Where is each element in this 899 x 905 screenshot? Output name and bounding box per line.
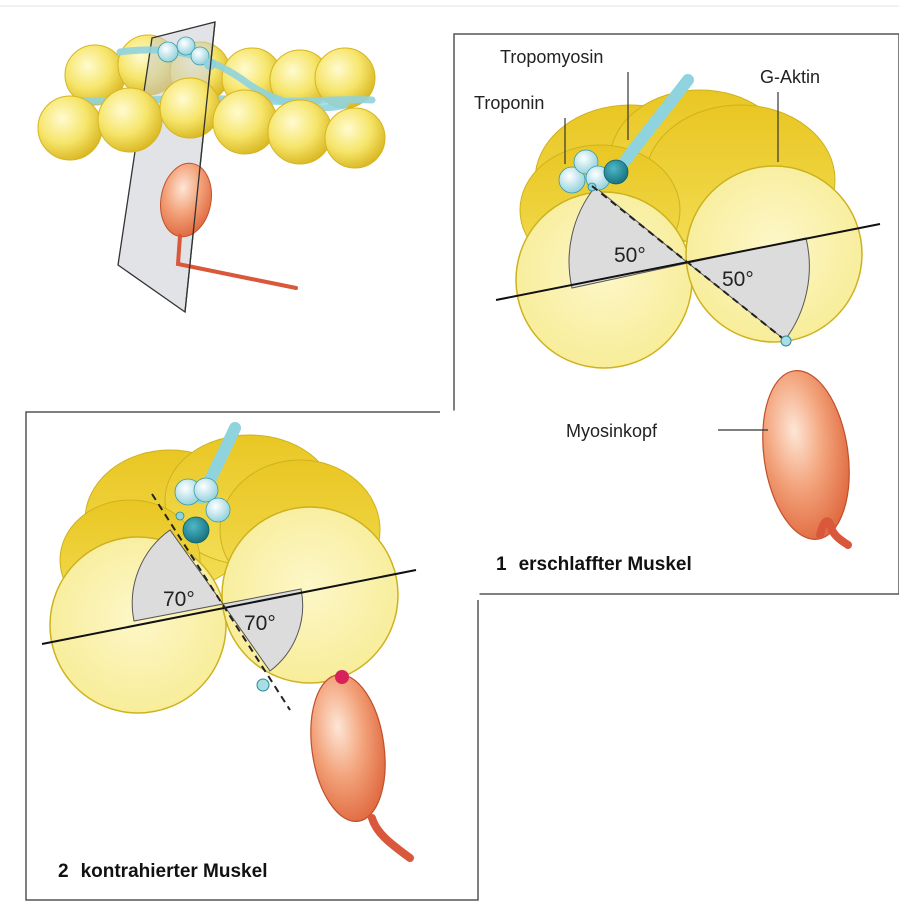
label-myosinkopf: Myosinkopf <box>566 421 658 441</box>
caption-contracted-number: 2 <box>58 861 69 882</box>
activation-site <box>335 670 349 684</box>
caption-contracted: 2 kontrahierter Muskel <box>58 861 267 882</box>
label-troponin: Troponin <box>474 93 544 113</box>
angle-label-right: 70° <box>244 612 276 635</box>
panel-relaxed: 50° 50° Tropomyosin Troponin G-Aktin Myo… <box>454 34 899 594</box>
angle-label-left: 50° <box>614 244 646 267</box>
caption-contracted-text: kontrahierter Muskel <box>81 861 268 882</box>
angle-label-left: 70° <box>163 588 195 611</box>
myosin-tail-overview <box>178 236 296 288</box>
myosin-binding-site <box>257 679 269 691</box>
caption-relaxed-number: 1 <box>496 554 507 575</box>
label-tropomyosin: Tropomyosin <box>500 47 603 67</box>
myosin-binding-site <box>781 336 791 346</box>
panel-contracted: 70° 70° 2 kontrahierter Muskel <box>26 410 478 900</box>
label-g-aktin: G-Aktin <box>760 67 820 87</box>
filament-overview <box>38 22 385 312</box>
angle-label-right: 50° <box>722 268 754 291</box>
caption-relaxed: 1 erschlaffter Muskel <box>496 554 692 575</box>
caption-relaxed-text: erschlaffter Muskel <box>519 554 692 575</box>
g-actin-front-right <box>222 507 398 683</box>
